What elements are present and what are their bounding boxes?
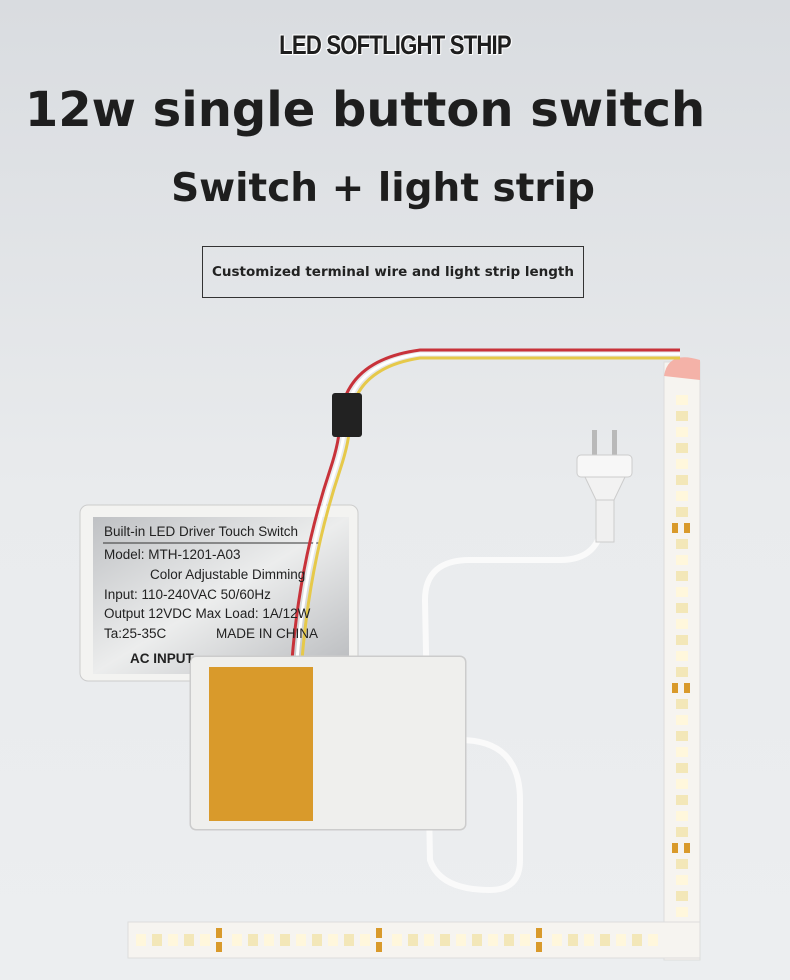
led-chip bbox=[676, 763, 688, 773]
power-cord bbox=[421, 470, 606, 894]
led-chip bbox=[472, 934, 482, 946]
led-chip bbox=[684, 523, 690, 533]
led-chip bbox=[200, 934, 210, 946]
headline: 12w single button switch bbox=[24, 82, 706, 138]
led-chip bbox=[504, 934, 514, 946]
led-chip bbox=[264, 934, 274, 946]
led-chip bbox=[676, 539, 688, 549]
led-chip bbox=[424, 934, 434, 946]
led-chip bbox=[676, 747, 688, 757]
led-chip bbox=[344, 934, 354, 946]
led-chip bbox=[676, 491, 688, 501]
led-chip bbox=[684, 843, 690, 853]
led-chip bbox=[676, 395, 688, 405]
led-chip bbox=[456, 934, 466, 946]
subtitle: Switch + light strip bbox=[171, 166, 595, 211]
label-made: MADE IN CHINA bbox=[216, 626, 319, 641]
touch-pad-front[interactable] bbox=[209, 667, 313, 821]
label-input: Input: 110-240VAC 50/60Hz bbox=[104, 587, 271, 602]
led-chip bbox=[676, 571, 688, 581]
led-chip bbox=[676, 779, 688, 789]
led-chip bbox=[676, 715, 688, 725]
led-chip bbox=[676, 859, 688, 869]
led-chip bbox=[676, 907, 688, 917]
led-chip bbox=[216, 928, 222, 938]
led-chip bbox=[676, 635, 688, 645]
led-chip bbox=[676, 475, 688, 485]
wire-bundle bbox=[290, 348, 680, 661]
led-chip bbox=[676, 827, 688, 837]
led-chip bbox=[676, 459, 688, 469]
led-chip bbox=[536, 942, 542, 952]
led-chip bbox=[584, 934, 594, 946]
led-chip bbox=[676, 411, 688, 421]
led-chip bbox=[168, 934, 178, 946]
led-chip bbox=[184, 934, 194, 946]
led-chip bbox=[600, 934, 610, 946]
led-chip bbox=[676, 651, 688, 661]
led-chip bbox=[488, 934, 498, 946]
led-chip bbox=[676, 891, 688, 901]
label-ta: Ta:25-35C bbox=[104, 626, 167, 641]
led-chip bbox=[520, 934, 530, 946]
led-chip bbox=[440, 934, 450, 946]
led-chip bbox=[392, 934, 402, 946]
led-chip bbox=[676, 555, 688, 565]
led-chip bbox=[152, 934, 162, 946]
led-chip bbox=[328, 934, 338, 946]
led-chip bbox=[296, 934, 306, 946]
led-chip bbox=[676, 619, 688, 629]
led-chip bbox=[280, 934, 290, 946]
led-chip bbox=[676, 667, 688, 677]
led-chip bbox=[676, 699, 688, 709]
led-chip bbox=[536, 928, 542, 938]
led-chip bbox=[676, 811, 688, 821]
led-chip bbox=[648, 934, 658, 946]
brand-title: LED SOFTLIGHT STHIP bbox=[279, 30, 511, 60]
label-ac: AC INPUT bbox=[130, 651, 194, 666]
led-chip bbox=[408, 934, 418, 946]
label-output: Output 12VDC Max Load: 1A/12W bbox=[104, 606, 311, 621]
led-chip bbox=[676, 587, 688, 597]
led-chip bbox=[552, 934, 562, 946]
led-chip bbox=[312, 934, 322, 946]
led-chip bbox=[672, 683, 678, 693]
led-chip bbox=[684, 683, 690, 693]
led-chip bbox=[248, 934, 258, 946]
led-chip bbox=[676, 443, 688, 453]
note-box: Customized terminal wire and light strip… bbox=[202, 246, 584, 298]
label-feature: Color Adjustable Dimming bbox=[150, 567, 306, 582]
led-chip bbox=[232, 934, 242, 946]
wire-connector bbox=[332, 393, 362, 437]
led-chip bbox=[676, 603, 688, 613]
led-chip bbox=[568, 934, 578, 946]
label-model: Model: MTH-1201-A03 bbox=[104, 547, 241, 562]
led-chip bbox=[632, 934, 642, 946]
label-title: Built-in LED Driver Touch Switch bbox=[104, 524, 299, 539]
led-chip bbox=[360, 934, 370, 946]
led-chip bbox=[616, 934, 626, 946]
switch-box-front bbox=[190, 656, 466, 830]
power-plug bbox=[576, 430, 633, 543]
led-chip bbox=[676, 795, 688, 805]
led-chip bbox=[376, 942, 382, 952]
led-chip bbox=[672, 843, 678, 853]
led-chip bbox=[676, 427, 688, 437]
led-chip bbox=[676, 875, 688, 885]
led-chip bbox=[216, 942, 222, 952]
led-chip bbox=[672, 523, 678, 533]
led-chip bbox=[676, 731, 688, 741]
led-strip bbox=[127, 357, 701, 961]
led-chip bbox=[376, 928, 382, 938]
led-chip bbox=[676, 507, 688, 517]
led-chip bbox=[136, 934, 146, 946]
